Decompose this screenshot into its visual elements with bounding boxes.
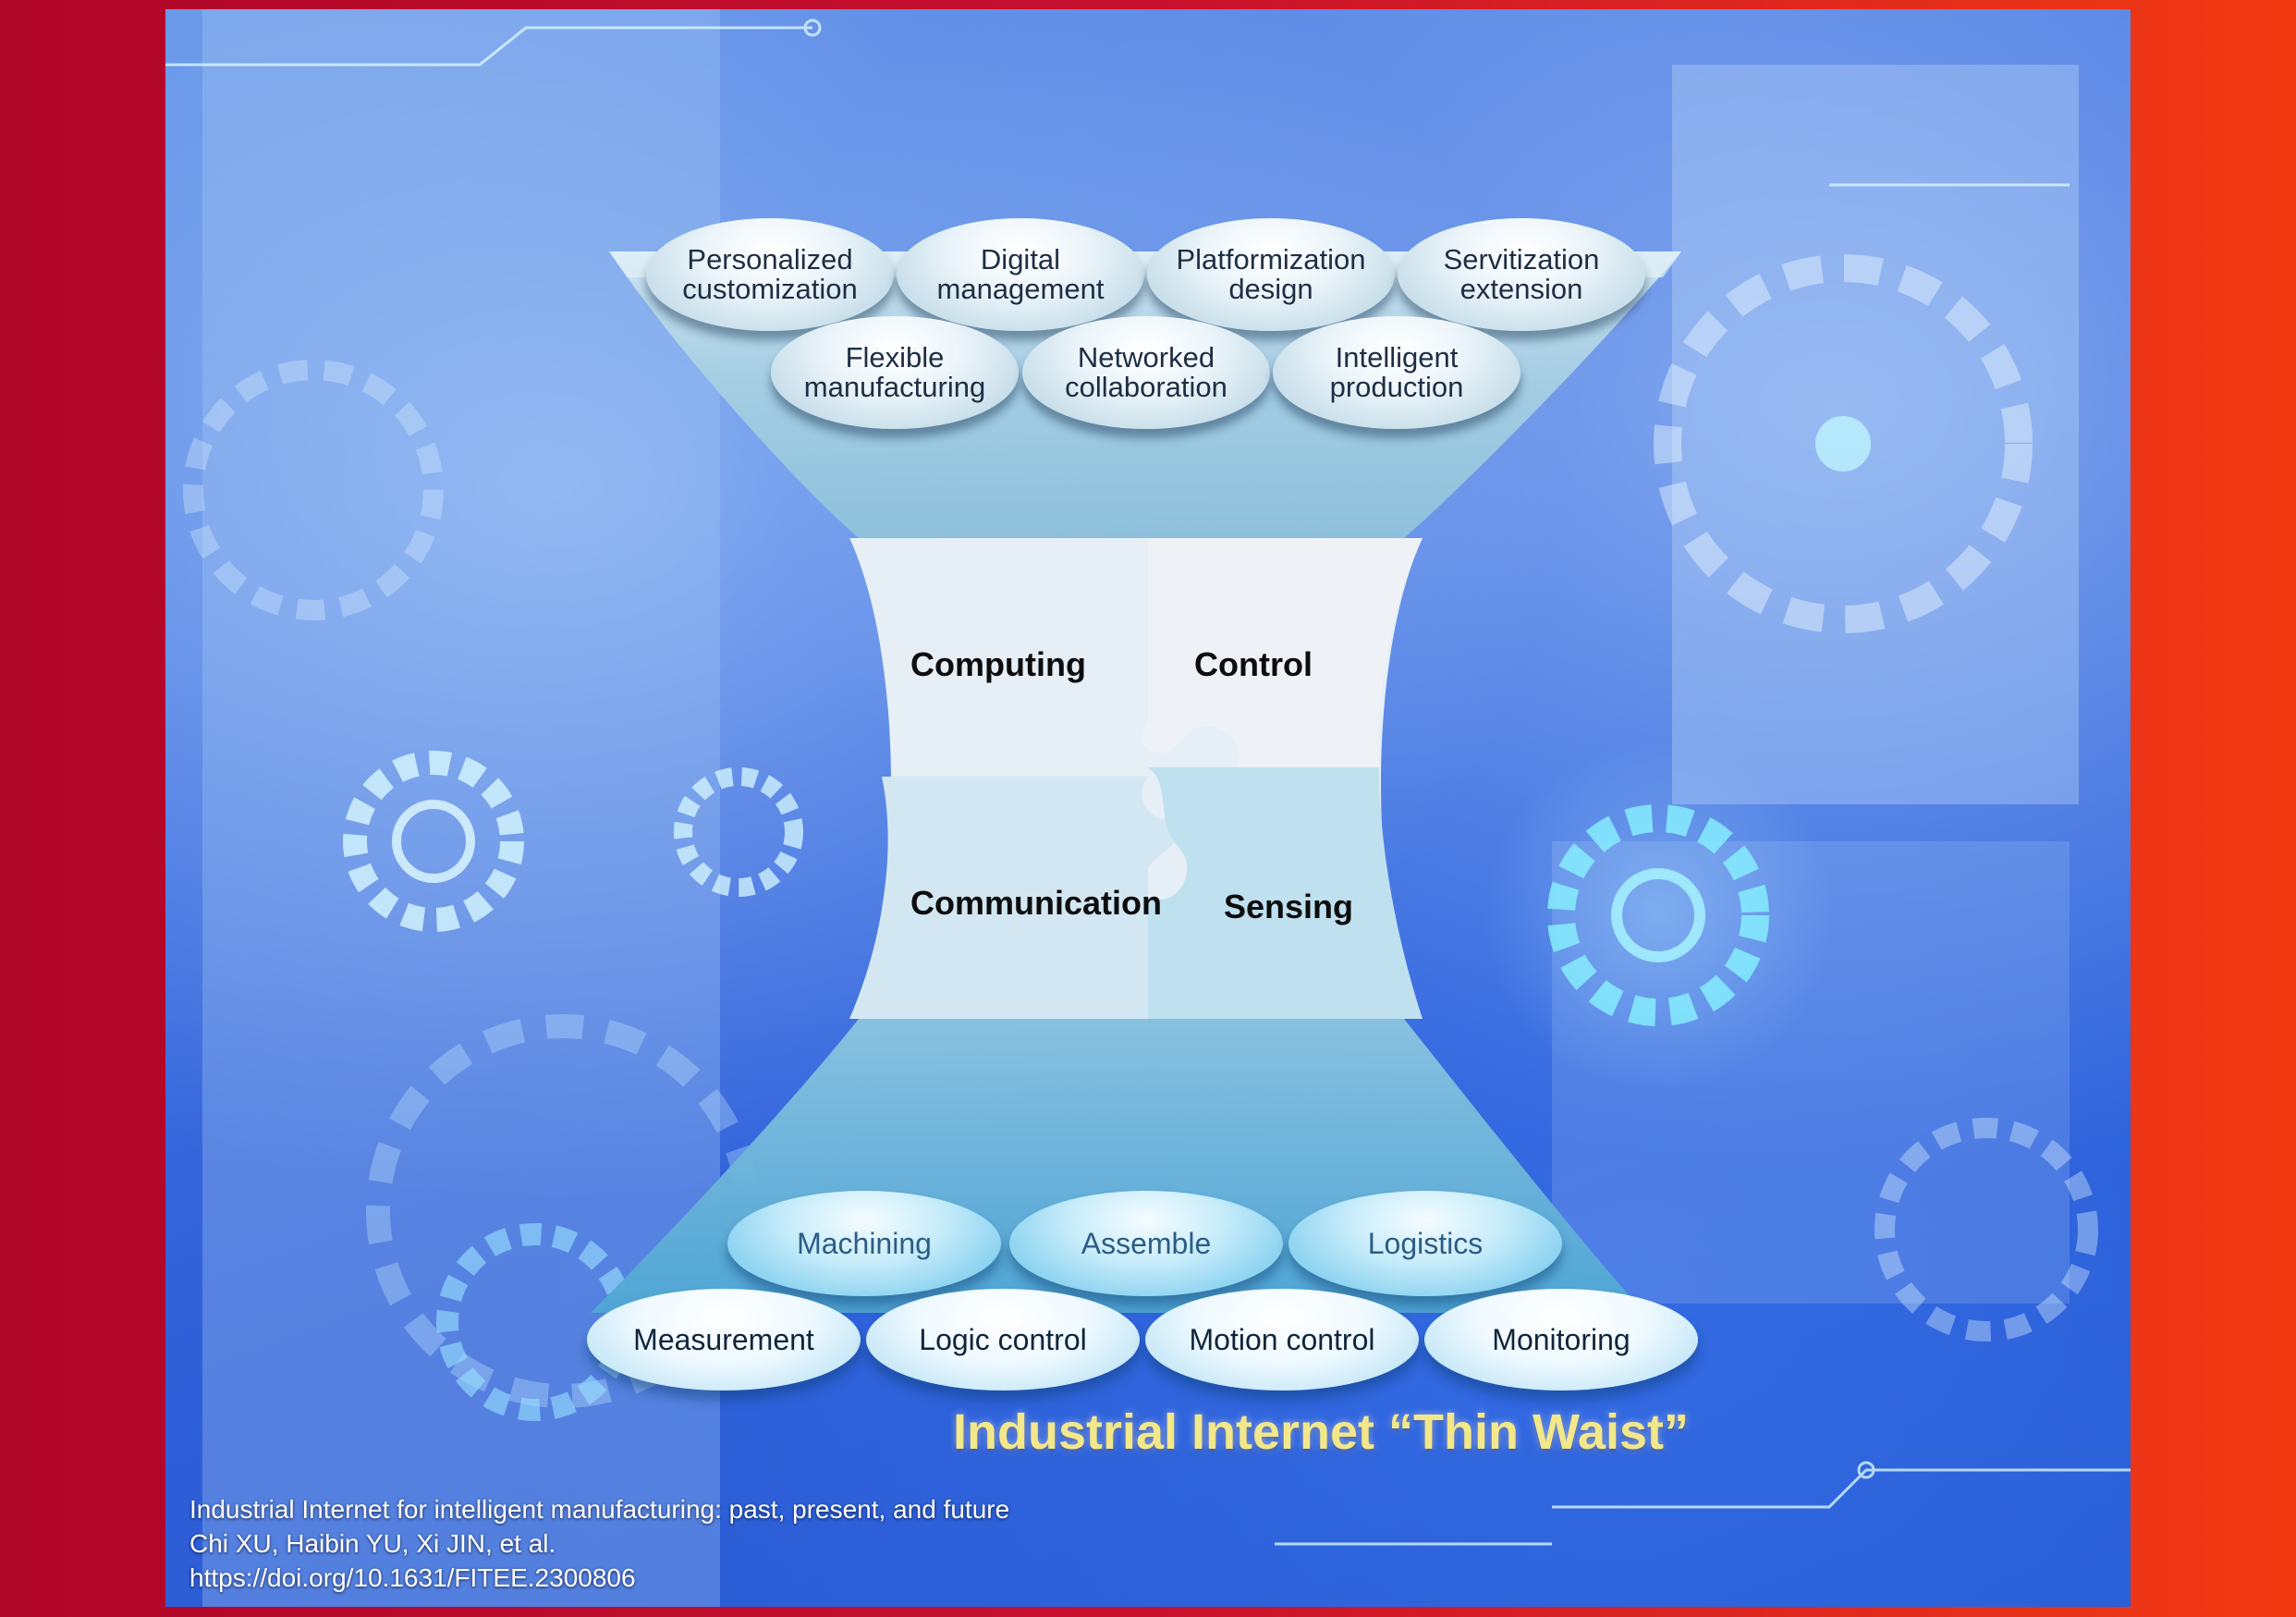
oval-networked-collaboration: Networked collaboration [1022, 316, 1270, 429]
oval-line-2: manufacturing [803, 371, 986, 403]
oval-logic-control: Logic control [866, 1289, 1140, 1390]
oval-personalized-customization: Personalized customization [646, 218, 894, 331]
waist-label-sensing: Sensing [1224, 888, 1354, 925]
puzzle-piece-bottom-right [1148, 767, 1423, 1019]
glow [1483, 740, 1834, 1091]
oval-servitization-extension: Servitization extension [1398, 218, 1645, 331]
gear-icon [674, 767, 803, 897]
citation-title: Industrial Internet for intelligent manu… [189, 1495, 1010, 1524]
oval-digital-management: Digital management [897, 218, 1144, 331]
citation: Industrial Internet for intelligent manu… [189, 1492, 1009, 1595]
oval-measurement: Measurement [587, 1289, 861, 1390]
oval-line-2: customization [682, 273, 858, 305]
oval-line-1: Personalized [687, 243, 853, 276]
oval-label: Machining [797, 1226, 932, 1260]
oval-motion-control: Motion control [1145, 1289, 1419, 1390]
oval-line-1: Networked [1077, 341, 1215, 374]
gear-icon [343, 751, 524, 932]
oval-line-2: collaboration [1065, 371, 1227, 403]
oval-label: Logic control [919, 1322, 1087, 1356]
puzzle-piece-bottom-left [849, 777, 1184, 1019]
waist-label-computing: Computing [910, 645, 1086, 683]
oval-line-1: Digital [980, 243, 1061, 276]
oval-logistics: Logistics [1288, 1191, 1562, 1296]
oval-line-1: Flexible [845, 341, 945, 374]
oval-line-2: extension [1459, 273, 1583, 305]
oval-label: Measurement [633, 1322, 814, 1356]
thin-waist-diagram [165, 9, 2131, 1607]
oval-label: Assemble [1081, 1226, 1212, 1260]
oval-line-1: Intelligent [1335, 341, 1459, 374]
oval-line-2: management [936, 273, 1105, 305]
oval-label: Monitoring [1492, 1322, 1630, 1356]
illustration-panel: Personalized customization Digital manag… [165, 9, 2131, 1607]
oval-line-1: Servitization [1443, 243, 1600, 276]
citation-doi: https://doi.org/10.1631/FITEE.2300806 [189, 1563, 636, 1592]
oval-line-2: design [1228, 273, 1313, 305]
puzzle-piece-top-right [1142, 538, 1423, 767]
oval-line-2: production [1329, 371, 1464, 403]
waist-label-communication: Communication [910, 884, 1163, 922]
oval-flexible-manufacturing: Flexible manufacturing [771, 316, 1019, 429]
diagram-title: Industrial Internet “Thin Waist” [952, 1404, 1690, 1460]
oval-monitoring: Monitoring [1424, 1289, 1698, 1390]
gear-icon [1875, 1118, 2098, 1341]
oval-line-1: Platformization [1176, 243, 1366, 276]
circuit-lines [165, 18, 2131, 1546]
gear-icon [1654, 254, 2033, 633]
oval-intelligent-production: Intelligent production [1273, 316, 1520, 429]
oval-assemble: Assemble [1009, 1191, 1283, 1296]
oval-platformization-design: Platformization design [1147, 218, 1395, 331]
waist-label-control: Control [1194, 645, 1313, 683]
background-light-panel-right [1672, 65, 2079, 804]
oval-machining: Machining [727, 1191, 1001, 1296]
oval-label: Motion control [1189, 1322, 1375, 1356]
citation-authors: Chi XU, Haibin YU, Xi JIN, et al. [189, 1529, 556, 1558]
gear-icon [183, 360, 444, 620]
oval-label: Logistics [1367, 1226, 1484, 1260]
